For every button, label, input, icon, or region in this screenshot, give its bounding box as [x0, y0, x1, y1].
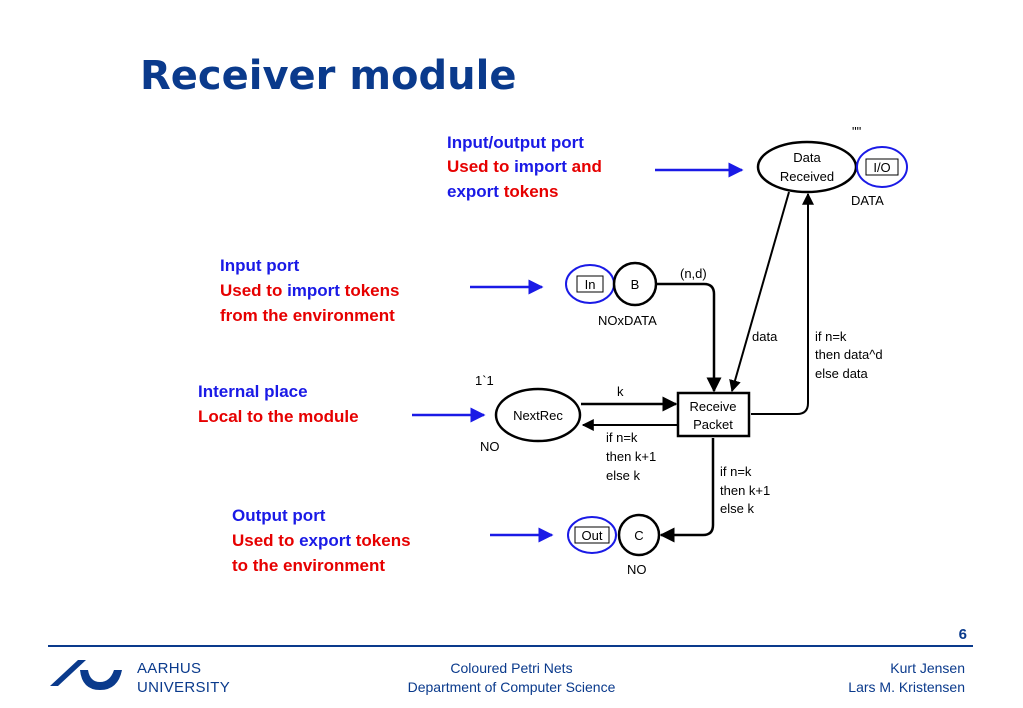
inscription-t-to-c-line3: else k	[720, 501, 754, 516]
annotation-internal-place: Internal place Local to the module	[198, 382, 359, 426]
output-port-line2: Used to export tokens	[232, 531, 411, 550]
io-port-heading: Input/output port	[447, 133, 584, 152]
arc-b-to-receive-packet	[656, 282, 722, 393]
place-c-label: C	[634, 528, 643, 543]
footer-center: Coloured Petri Nets Department of Comput…	[0, 659, 1023, 697]
output-port-heading: Output port	[232, 506, 326, 525]
university-name-line1: AARHUS	[137, 660, 202, 677]
transition-label-line2: Packet	[693, 417, 733, 432]
footer-divider	[48, 645, 973, 647]
place-b: B	[612, 261, 658, 307]
aarhus-university-logo-icon	[50, 660, 122, 690]
arc-data-received-to-receive-packet	[729, 191, 790, 393]
footer-department: Department of Computer Science	[407, 679, 616, 695]
output-port-line3: to the environment	[232, 556, 385, 575]
inscription-t-to-dr-line1: if n=k	[815, 329, 847, 344]
place-next-rec: NextRec	[494, 387, 582, 443]
page-number: 6	[958, 626, 967, 643]
inscription-t-to-dr-line2: then data^d	[815, 347, 883, 362]
io-port-tag: I/O	[856, 146, 908, 188]
internal-place-heading: Internal place	[198, 382, 308, 401]
petri-net-diagram: Input/output port Used to import and exp…	[198, 124, 908, 577]
place-b-colour-set: NOxDATA	[598, 313, 657, 328]
transition-label-line1: Receive	[690, 399, 737, 414]
annotation-io-port: Input/output port Used to import and exp…	[447, 133, 602, 201]
footer-author-1: Kurt Jensen	[890, 660, 965, 676]
footer-course-title: Coloured Petri Nets	[450, 660, 573, 676]
footer-author-2: Lars M. Kristensen	[848, 679, 965, 695]
in-port-tag: In	[565, 264, 615, 304]
in-port-tag-text: In	[585, 277, 596, 292]
input-port-heading: Input port	[220, 256, 300, 275]
data-received-label-line2: Received	[780, 169, 834, 184]
footer-authors: Kurt Jensen Lars M. Kristensen	[848, 659, 965, 697]
io-port-tag-text: I/O	[873, 160, 890, 175]
next-rec-initial-marking: 1`1	[475, 373, 494, 388]
arc-receive-packet-to-data-received	[751, 192, 814, 415]
io-port-line2: Used to import and	[447, 157, 602, 176]
input-port-line3: from the environment	[220, 306, 395, 325]
place-data-received: Data Received	[756, 140, 858, 194]
inscription-nr-to-t: k	[617, 384, 624, 399]
io-port-line3: export tokens	[447, 182, 559, 201]
inscription-t-to-dr-line3: else data	[815, 366, 869, 381]
slide-title: Receiver module	[140, 53, 517, 99]
input-port-line2: Used to import tokens	[220, 281, 399, 300]
data-received-colour-set: DATA	[851, 193, 884, 208]
out-port-tag-text: Out	[582, 528, 603, 543]
place-b-label: B	[631, 277, 640, 292]
inscription-b-to-t: (n,d)	[680, 266, 707, 281]
annotation-input-port: Input port Used to import tokens from th…	[220, 256, 399, 325]
annotation-output-port: Output port Used to export tokens to the…	[232, 506, 411, 575]
university-name: AARHUS UNIVERSITY	[137, 659, 230, 697]
internal-place-line2: Local to the module	[198, 407, 359, 426]
inscription-t-to-c-line2: then k+1	[720, 483, 770, 498]
inscription-t-to-c-line1: if n=k	[720, 464, 752, 479]
inscription-dr-to-t: data	[752, 329, 778, 344]
place-c-colour-set: NO	[627, 562, 647, 577]
next-rec-colour-set: NO	[480, 439, 500, 454]
inscription-t-to-nr-line1: if n=k	[606, 430, 638, 445]
next-rec-label: NextRec	[513, 408, 563, 423]
inscription-t-to-nr-line3: else k	[606, 468, 640, 483]
arc-receive-packet-to-c	[659, 438, 715, 543]
transition-receive-packet: Receive Packet	[676, 391, 751, 438]
out-port-tag: Out	[567, 516, 617, 554]
inscription-t-to-nr-line2: then k+1	[606, 449, 656, 464]
data-received-label-line1: Data	[793, 150, 821, 165]
university-name-line2: UNIVERSITY	[137, 679, 231, 696]
place-c: C	[617, 513, 661, 557]
data-received-initial-marking: ""	[852, 124, 862, 139]
